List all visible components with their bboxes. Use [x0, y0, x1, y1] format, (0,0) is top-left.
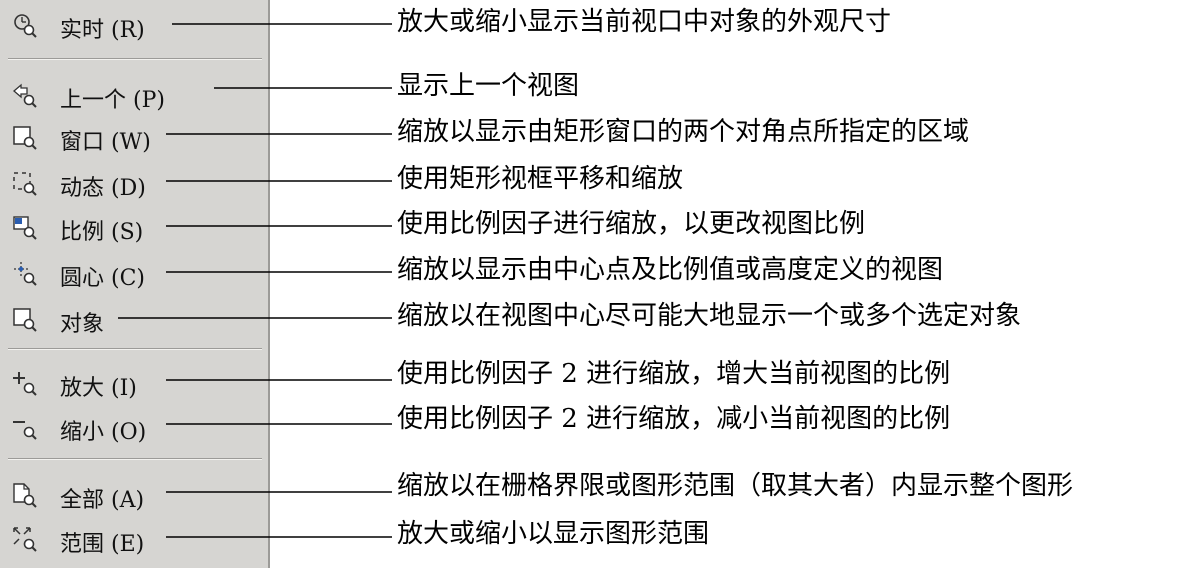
desc-window: 缩放以显示由矩形窗口的两个对角点所指定的区域	[397, 117, 970, 147]
menu-separator	[8, 348, 262, 350]
menu-item-label: 窗口 (W)	[60, 130, 151, 155]
desc-zoom-out: 使用比例因子 2 进行缩放，减小当前视图的比例	[397, 404, 951, 434]
desc-object: 缩放以在视图中心尽可能大地显示一个或多个选定对象	[397, 301, 1022, 331]
menu-separator	[8, 458, 262, 460]
scale-magnifier-icon	[12, 214, 38, 240]
menu-item-label: 比例 (S)	[60, 220, 144, 245]
desc-center: 缩放以显示由中心点及比例值或高度定义的视图	[397, 255, 944, 285]
menu-item-scale[interactable]: 比例 (S)	[0, 206, 268, 246]
desc-previous: 显示上一个视图	[397, 71, 580, 101]
menu-item-label: 全部 (A)	[60, 488, 145, 513]
menu-item-label: 圆心 (C)	[60, 266, 145, 291]
menu-item-label: 放大 (I)	[60, 376, 137, 401]
window-magnifier-icon	[12, 124, 38, 150]
desc-realtime: 放大或缩小显示当前视口中对象的外观尺寸	[397, 7, 892, 37]
center-magnifier-icon	[12, 260, 38, 286]
menu-item-object[interactable]: 对象	[0, 298, 268, 338]
desc-scale: 使用比例因子进行缩放，以更改视图比例	[397, 209, 866, 239]
desc-zoom-in: 使用比例因子 2 进行缩放，增大当前视图的比例	[397, 359, 951, 389]
desc-extents: 放大或缩小以显示图形范围	[397, 519, 710, 549]
plus-magnifier-icon	[12, 370, 38, 396]
zoom-menu: 实时 (R) 上一个 (P) 窗口 (W) 动态 (D) 比例 (S) 圆心 (…	[0, 0, 270, 568]
menu-item-realtime[interactable]: 实时 (R)	[0, 4, 268, 44]
menu-item-label: 动态 (D)	[60, 176, 146, 201]
menu-item-window[interactable]: 窗口 (W)	[0, 116, 268, 156]
menu-item-zoom-in[interactable]: 放大 (I)	[0, 362, 268, 402]
menu-item-all[interactable]: 全部 (A)	[0, 474, 268, 514]
minus-magnifier-icon	[12, 414, 38, 440]
desc-all: 缩放以在栅格界限或图形范围（取其大者）内显示整个图形	[397, 471, 1074, 501]
menu-item-zoom-out[interactable]: 缩小 (O)	[0, 406, 268, 446]
page-magnifier-icon	[12, 482, 38, 508]
menu-item-label: 上一个 (P)	[60, 88, 165, 113]
menu-item-label: 缩小 (O)	[60, 420, 147, 445]
menu-item-dynamic[interactable]: 动态 (D)	[0, 162, 268, 202]
menu-item-center[interactable]: 圆心 (C)	[0, 252, 268, 292]
clock-magnifier-icon	[12, 12, 38, 38]
back-arrow-magnifier-icon	[12, 82, 38, 108]
object-magnifier-icon	[12, 306, 38, 332]
extents-magnifier-icon	[12, 526, 38, 552]
menu-item-label: 范围 (E)	[60, 532, 145, 557]
dashed-frame-magnifier-icon	[12, 170, 38, 196]
desc-dynamic: 使用矩形视框平移和缩放	[397, 164, 684, 194]
menu-item-label: 对象	[60, 312, 105, 337]
menu-item-previous[interactable]: 上一个 (P)	[0, 74, 268, 114]
menu-item-extents[interactable]: 范围 (E)	[0, 518, 268, 558]
menu-item-label: 实时 (R)	[60, 18, 145, 43]
menu-separator	[8, 58, 262, 60]
